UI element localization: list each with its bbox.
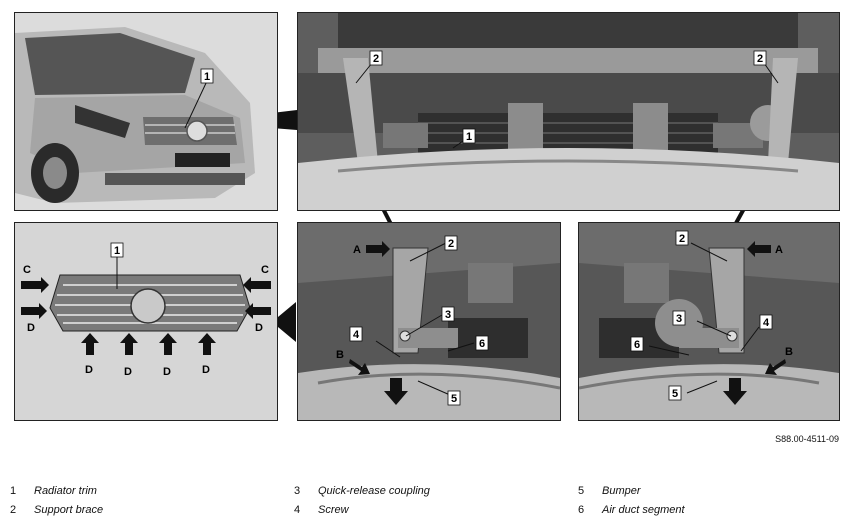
legend-number: 2 bbox=[10, 504, 17, 516]
engine-bay-photo: 1 2 2 bbox=[297, 12, 840, 211]
legend-item-5: 5 Bumper bbox=[578, 485, 838, 499]
radiator-trim-diagram: 1 C C D D D D D D bbox=[14, 222, 278, 421]
callout-6: 6 bbox=[634, 339, 640, 351]
label-d-left: D bbox=[27, 322, 35, 334]
arrow-d-right bbox=[245, 303, 271, 319]
arrow-b bbox=[349, 359, 370, 375]
arrow-b bbox=[765, 359, 786, 375]
callout-4: 4 bbox=[763, 317, 770, 329]
label-d-1: D bbox=[85, 364, 93, 376]
legend-number: 4 bbox=[294, 504, 301, 516]
legend-item-6: 6 Air duct segment bbox=[578, 504, 838, 518]
arrow-d-left bbox=[21, 303, 47, 319]
legend-number: 6 bbox=[578, 504, 585, 516]
label-d-3: D bbox=[163, 366, 171, 378]
arrow-d-1 bbox=[81, 333, 99, 355]
arrow-down bbox=[384, 378, 408, 405]
label-d-4: D bbox=[202, 364, 210, 376]
callout-5: 5 bbox=[672, 388, 678, 400]
callout-2: 2 bbox=[448, 238, 454, 250]
van-front-photo: 1 bbox=[14, 12, 278, 211]
callout-5: 5 bbox=[451, 393, 457, 405]
reference-code: S88.00-4511-09 bbox=[775, 434, 839, 444]
legend-label: Air duct segment bbox=[602, 504, 685, 516]
callout-2: 2 bbox=[679, 233, 685, 245]
callout-1: 1 bbox=[114, 245, 120, 257]
legend-label: Bumper bbox=[602, 485, 641, 497]
label-d-right: D bbox=[255, 322, 263, 334]
label-c-left: C bbox=[23, 264, 31, 276]
legend-number: 5 bbox=[578, 485, 585, 497]
callout-2-right: 2 bbox=[757, 53, 763, 65]
legend-number: 1 bbox=[10, 485, 17, 497]
callout-1: 1 bbox=[466, 131, 472, 143]
legend-label: Quick-release coupling bbox=[318, 485, 430, 497]
callout-1: 1 bbox=[204, 71, 210, 83]
label-c-right: C bbox=[261, 264, 269, 276]
legend-item-1: 1 Radiator trim bbox=[10, 485, 270, 499]
callout-3: 3 bbox=[445, 309, 451, 321]
callout-3: 3 bbox=[676, 313, 682, 325]
legend-item-2: 2 Support brace bbox=[10, 504, 270, 518]
callout-2-left: 2 bbox=[373, 53, 379, 65]
arrow-d-4 bbox=[198, 333, 216, 355]
legend-label: Radiator trim bbox=[34, 485, 97, 497]
label-a: A bbox=[353, 244, 361, 256]
arrow-a bbox=[366, 241, 390, 257]
big-arrow-left bbox=[272, 302, 296, 342]
arrow-d-2 bbox=[120, 333, 138, 355]
arrow-a bbox=[747, 241, 771, 257]
arrow-c-left bbox=[21, 277, 49, 293]
legend-label: Screw bbox=[318, 504, 349, 516]
legend-number: 3 bbox=[294, 485, 301, 497]
right-fastening-detail: 2 A 3 4 B 6 5 bbox=[578, 222, 840, 421]
label-d-2: D bbox=[124, 366, 132, 378]
arrow-d-3 bbox=[159, 333, 177, 355]
arrow-c-right bbox=[243, 277, 271, 293]
label-b: B bbox=[336, 349, 344, 361]
callout-4: 4 bbox=[353, 329, 360, 341]
legend-label: Support brace bbox=[34, 504, 104, 516]
callout-6: 6 bbox=[479, 338, 485, 350]
legend-item-3: 3 Quick-release coupling bbox=[294, 485, 554, 499]
left-fastening-detail: A 2 3 4 B 6 5 bbox=[297, 222, 561, 421]
label-b: B bbox=[785, 346, 793, 358]
arrow-down bbox=[723, 378, 747, 405]
legend-item-4: 4 Screw bbox=[294, 504, 554, 518]
label-a: A bbox=[775, 244, 783, 256]
